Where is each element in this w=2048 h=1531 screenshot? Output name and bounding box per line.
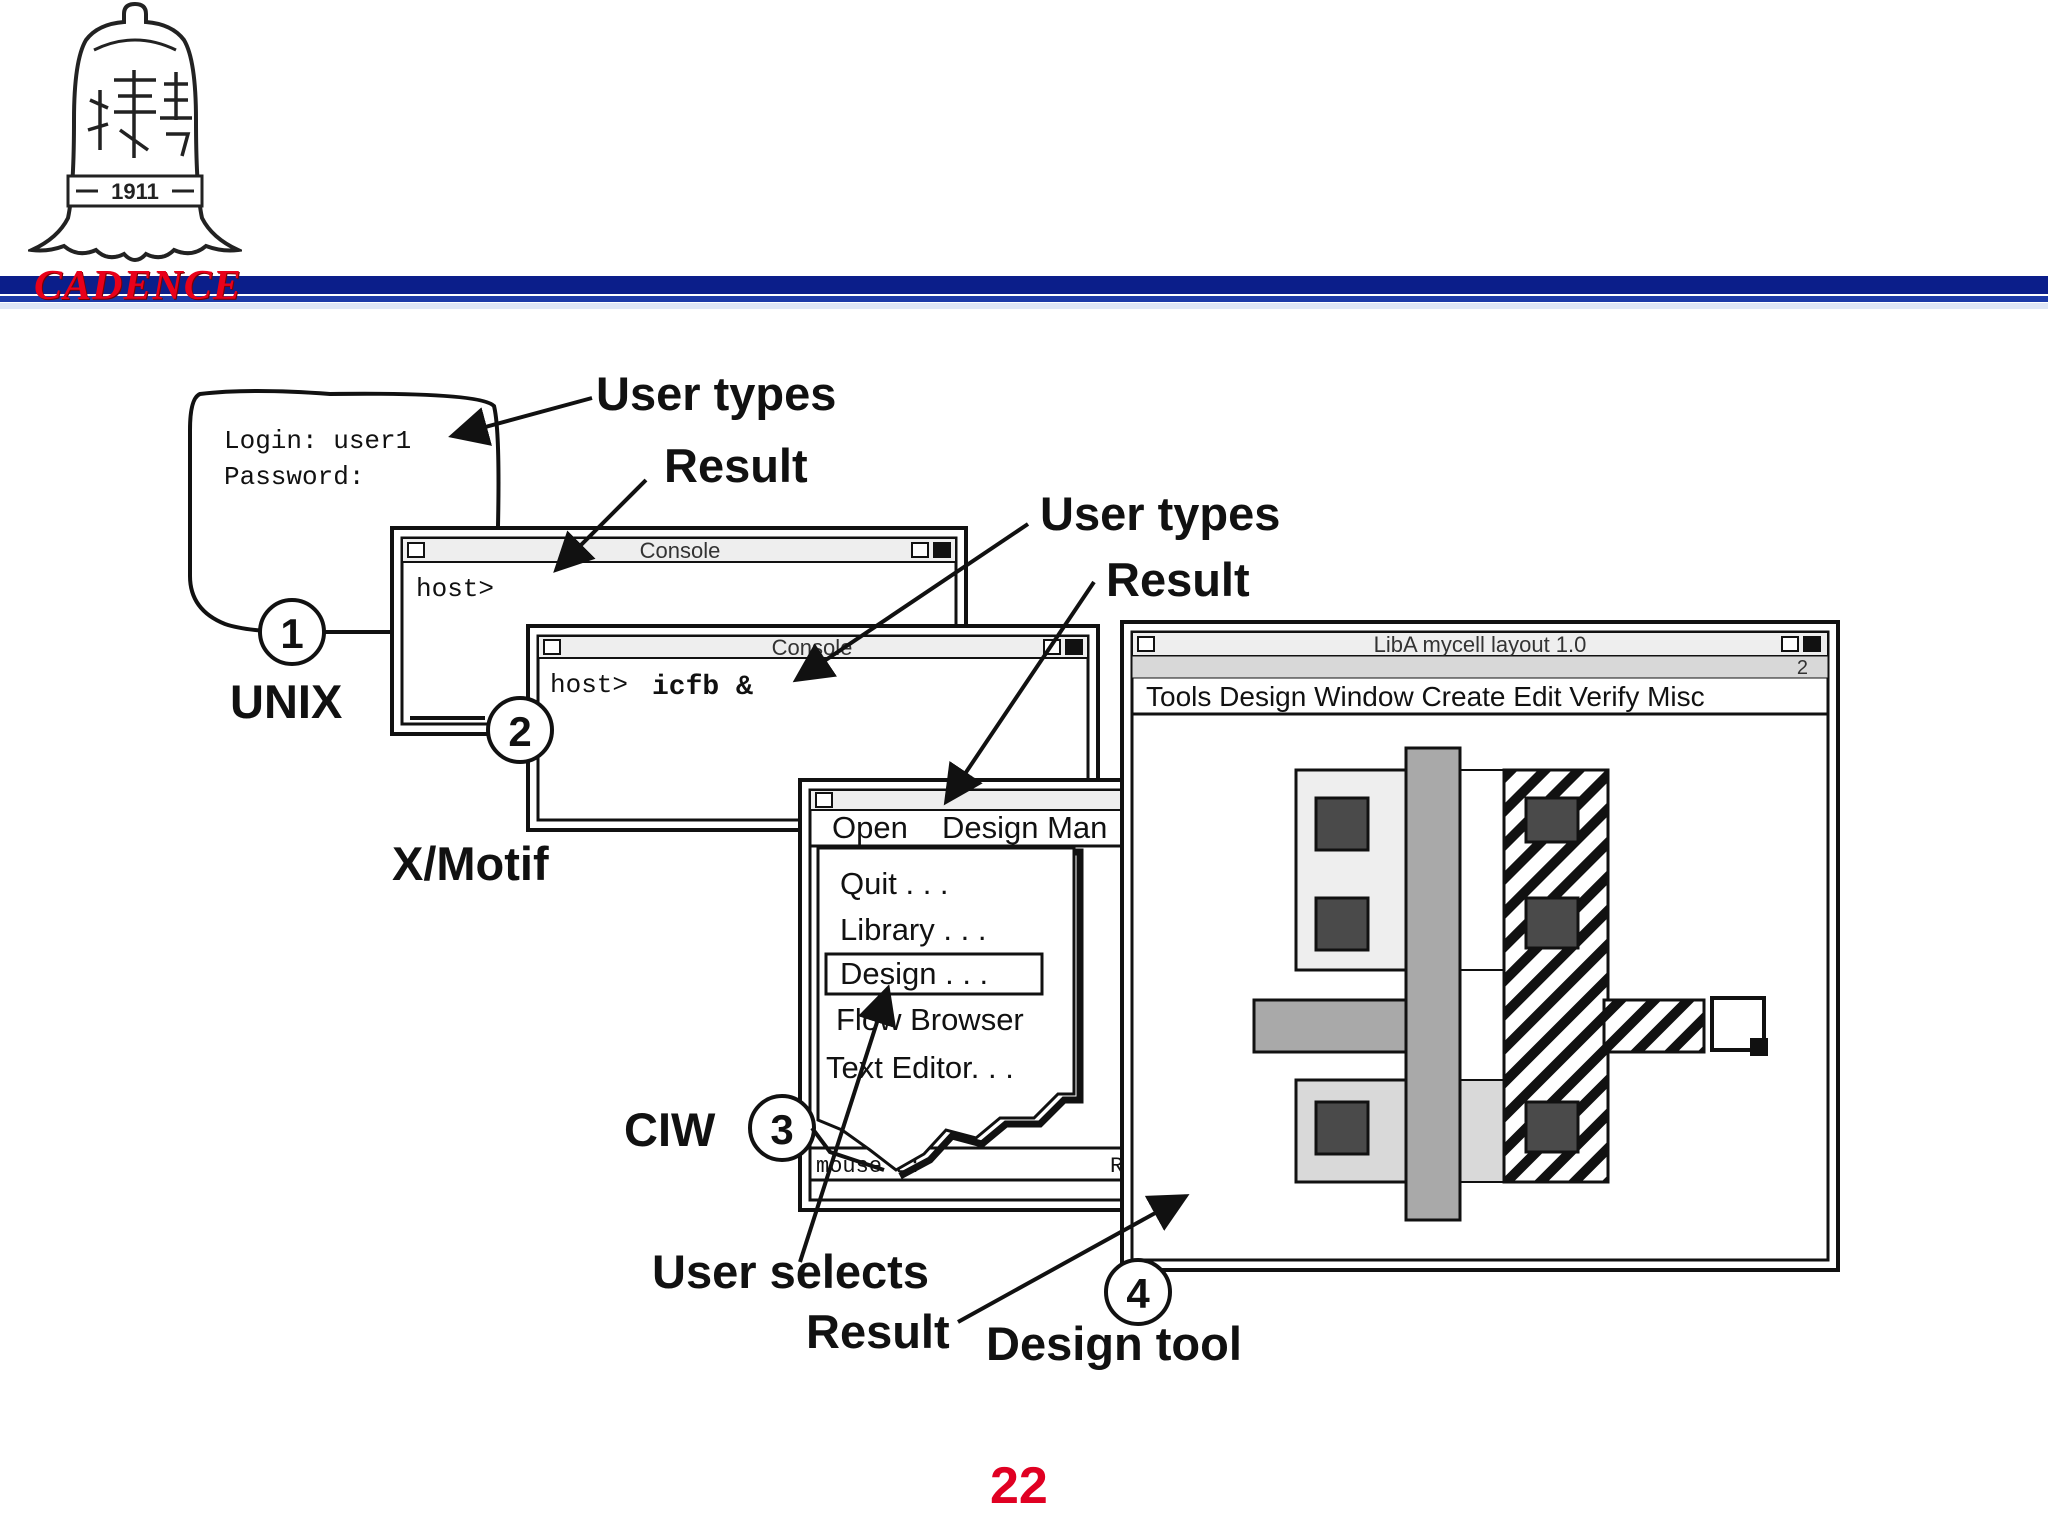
callout-arrows [448,396,1190,1324]
university-bell-logo: 1911 [28,1,242,262]
console2-title: Console [772,635,853,660]
callout-user-selects: User selects [652,1245,929,1298]
layout-menubar[interactable]: Tools Design Window Create Edit Verify M… [1146,681,1705,712]
svg-text:2: 2 [508,708,531,755]
console1-title: Console [640,538,721,563]
step-marker-2: 2 [486,696,554,764]
transistor-layout-artwork [1252,746,1768,1222]
label-x-motif: X/Motif [392,837,549,890]
console2-command: icfb & [652,672,753,703]
window-menu-icon[interactable] [815,792,833,808]
callout-result-2: Result [1106,553,1250,606]
maximize-icon[interactable] [1065,639,1083,655]
login-line: Login: user1 [224,426,411,456]
layout-window-corner-number: 2 [1797,657,1808,679]
menu-item-quit[interactable]: Quit . . . [840,866,949,901]
label-unix: UNIX [230,675,342,728]
minimize-icon[interactable] [911,542,929,558]
console1-prompt: host> [416,574,494,604]
open-dropdown-menu: Quit . . . Library . . . Design . . . Fl… [816,846,1084,1180]
callout-result-3: Result [806,1305,950,1358]
maximize-icon[interactable] [933,542,951,558]
svg-text:3: 3 [770,1106,793,1153]
callout-user-types-1: User types [596,367,836,420]
window-menu-icon[interactable] [543,639,561,655]
label-ciw: CIW [624,1103,716,1156]
callout-result-1: Result [664,439,808,492]
ciw-menu-design-manager[interactable]: Design Man [942,810,1107,845]
header-band-light [0,303,2048,309]
step-marker-4: 4 [1104,1258,1172,1326]
minimize-icon[interactable] [1781,636,1799,652]
console2-prompt: host> [550,670,628,700]
step-marker-3: 3 [748,1094,816,1162]
window-menu-icon[interactable] [1137,636,1155,652]
menu-item-design[interactable]: Design . . . [840,956,988,991]
label-design-tool: Design tool [986,1317,1242,1370]
layout-window-title: LibA mycell layout 1.0 [1374,632,1587,657]
selected-item-highlight [824,952,1044,996]
slide-number: 22 [990,1457,1048,1515]
svg-text:4: 4 [1126,1270,1150,1317]
maximize-icon[interactable] [1803,636,1821,652]
callout-user-types-2: User types [1040,487,1280,540]
password-line: Password: [224,462,364,492]
menu-item-flow-browser[interactable]: Flow Browser [836,1002,1024,1037]
svg-text:1: 1 [280,610,303,657]
logo-year: 1911 [111,179,159,204]
brand-name: CADENCE [34,263,242,309]
header-band-secondary [0,296,2048,302]
window-menu-icon[interactable] [407,542,425,558]
menu-item-text-editor[interactable]: Text Editor. . . [826,1050,1014,1085]
step-marker-1: 1 [258,598,326,666]
svg-text:R: R [1110,1154,1123,1179]
header-band [0,276,2048,294]
menu-item-library[interactable]: Library . . . [840,912,986,947]
ciw-menu-open[interactable]: Open [832,810,908,845]
